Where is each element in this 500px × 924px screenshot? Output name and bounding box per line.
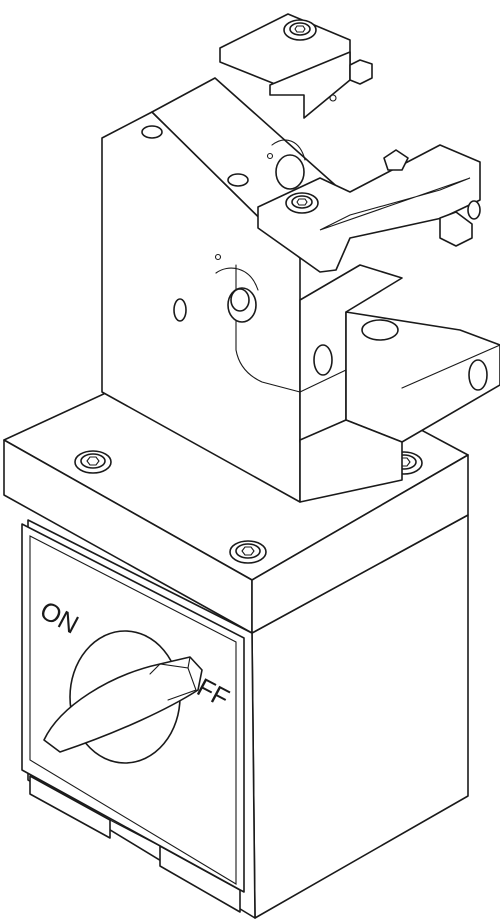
plate-right-face [251, 454, 469, 634]
pivot-stud-upper [266, 139, 306, 190]
upper-clamp-arm [219, 13, 373, 119]
pivot-stud-lower [214, 253, 259, 323]
base-foot-left [29, 775, 111, 839]
plate-screw-front [229, 540, 267, 564]
switch-rotary-handle[interactable] [43, 656, 203, 753]
switch-panel: ON FF [21, 523, 245, 893]
vise-holes [141, 125, 488, 391]
lower-clamp-arm [257, 144, 481, 273]
plate-screw-left [74, 450, 112, 474]
